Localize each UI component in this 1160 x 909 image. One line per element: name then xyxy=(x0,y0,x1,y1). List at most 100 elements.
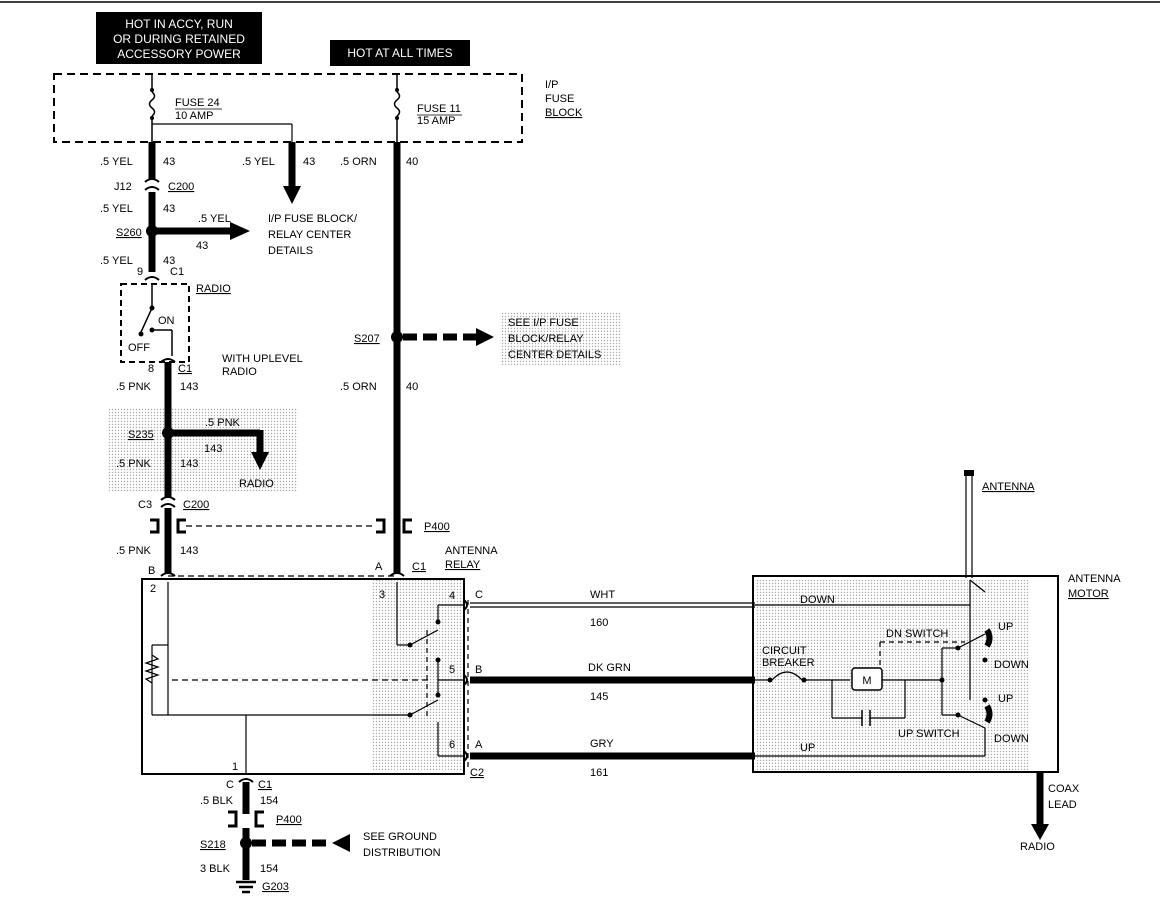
diagram-label: 143 xyxy=(180,458,198,470)
diagram-label: A xyxy=(475,739,483,751)
diagram-label: S207 xyxy=(354,333,380,345)
diagram-label: 6 xyxy=(449,739,455,751)
diagram-label: GRY xyxy=(590,738,614,750)
diagram-label: B xyxy=(148,565,155,577)
diagram-label: 40 xyxy=(406,156,418,168)
antenna-motor xyxy=(752,575,1059,840)
diagram-label: RADIO xyxy=(239,478,274,490)
diagram-label: 9 xyxy=(137,266,143,278)
diagram-label: UP SWITCH xyxy=(898,728,960,740)
diagram-label: RADIO xyxy=(222,366,257,378)
diagram-label: HOT IN ACCY, RUN xyxy=(125,17,233,31)
diagram-label: OR DURING RETAINED xyxy=(113,32,245,46)
fuse-11 xyxy=(393,74,401,142)
antenna-mast xyxy=(964,470,974,578)
fuse-24 xyxy=(148,74,293,142)
diagram-label: I/P FUSE BLOCK/ xyxy=(268,213,358,225)
wire-wht xyxy=(470,602,755,608)
diagram-label: 8 xyxy=(148,363,154,375)
diagram-label: .5 YEL xyxy=(242,156,275,168)
diagram-label: BLOCK xyxy=(545,107,583,119)
diagram-label: 1 xyxy=(232,761,238,773)
diagram-label: 43 xyxy=(163,156,175,168)
diagram-label: 143 xyxy=(204,443,222,455)
diagram-label: DOWN xyxy=(994,733,1029,745)
diagram-label: I/P xyxy=(545,79,558,91)
diagram-label: S218 xyxy=(200,839,226,851)
diagram-label: BREAKER xyxy=(762,657,815,669)
diagram-label: 3 xyxy=(379,589,385,601)
diagram-label: HOT AT ALL TIMES xyxy=(347,46,452,60)
diagram-label: ON xyxy=(158,315,175,327)
diagram-label: C1 xyxy=(412,561,426,573)
diagram-label: FUSE 11 xyxy=(417,103,461,115)
diagram-label: P400 xyxy=(424,521,450,533)
diagram-label: DK GRN xyxy=(588,662,631,674)
diagram-label: ANTENNA xyxy=(445,545,498,557)
diagram-label: M xyxy=(862,675,871,687)
wire-blk xyxy=(228,778,350,894)
diagram-label: FUSE 24 xyxy=(175,97,220,109)
splice-s235 xyxy=(162,427,269,470)
diagram-label: 161 xyxy=(590,767,608,779)
splice-s260 xyxy=(146,222,250,240)
diagram-label: .5 ORN xyxy=(340,156,377,168)
fuse-block xyxy=(53,73,523,143)
diagram-label: RELAY CENTER xyxy=(268,229,351,241)
diagram-label: 5 xyxy=(449,664,455,676)
diagram-label: COAX xyxy=(1048,783,1080,795)
diagram-label: ACCESSORY POWER xyxy=(117,47,241,61)
diagram-label: DETAILS xyxy=(268,245,313,257)
diagram-label: DISTRIBUTION xyxy=(363,847,441,859)
diagram-label: RADIO xyxy=(1020,841,1055,853)
diagram-label: C xyxy=(226,779,234,791)
diagram-label: 4 xyxy=(449,590,455,602)
diagram-label: DOWN xyxy=(994,659,1029,671)
radio-switch-box xyxy=(120,276,190,363)
diagram-label: 2 xyxy=(150,583,156,595)
diagram-label: S235 xyxy=(128,429,154,441)
diagram-label: G203 xyxy=(262,881,289,893)
diagram-label: 43 xyxy=(163,255,175,267)
diagram-label: 10 AMP xyxy=(175,110,214,122)
diagram-label: .5 YEL xyxy=(100,203,133,215)
diagram-label: 3 BLK xyxy=(200,863,231,875)
diagram-label: WHT xyxy=(590,589,615,601)
diagram-label: C200 xyxy=(168,181,194,193)
wire-yel-branch xyxy=(283,142,301,204)
diagram-label: .5 BLK xyxy=(200,795,234,807)
diagram-label: 15 AMP xyxy=(417,115,456,127)
diagram-label: SEE I/P FUSE xyxy=(508,317,579,329)
diagram-label: .5 PNK xyxy=(116,545,152,557)
diagram-label: 160 xyxy=(590,617,608,629)
diagram-label: 43 xyxy=(163,203,175,215)
diagram-label: LEAD xyxy=(1048,799,1077,811)
diagram-label: MOTOR xyxy=(1068,588,1109,600)
diagram-label: 143 xyxy=(180,381,198,393)
diagram-label: WITH UPLEVEL xyxy=(222,353,303,365)
motor-shade xyxy=(755,580,1030,770)
diagram-label: DN SWITCH xyxy=(886,628,948,640)
diagram-label: .5 PNK xyxy=(116,381,152,393)
diagram-label: 143 xyxy=(180,545,198,557)
radio-shade xyxy=(108,408,298,492)
diagram-label: FUSE xyxy=(545,93,574,105)
diagram-label: C1 xyxy=(258,779,272,791)
diagram-label: UP xyxy=(998,693,1013,705)
diagram-label: RELAY xyxy=(445,559,481,571)
diagram-label: DOWN xyxy=(800,594,835,606)
diagram-label: OFF xyxy=(128,342,150,354)
diagram-label: 43 xyxy=(196,240,208,252)
diagram-label: C3 xyxy=(138,499,152,511)
diagram-label: C1 xyxy=(178,363,192,375)
diagram-label: RADIO xyxy=(196,283,231,295)
diagram-label: .5 PNK xyxy=(116,458,152,470)
relay-shade xyxy=(372,580,464,770)
diagram-label: ANTENNA xyxy=(1068,573,1121,585)
diagram-label: CIRCUIT xyxy=(762,645,807,657)
diagram-label: 154 xyxy=(260,863,278,875)
p400-top xyxy=(150,518,412,534)
diagram-label: .5 YEL xyxy=(100,156,133,168)
accy-header: HOT IN ACCY, RUN OR DURING RETAINED ACCE… xyxy=(96,12,262,64)
diagram-label: J12 xyxy=(114,181,132,193)
